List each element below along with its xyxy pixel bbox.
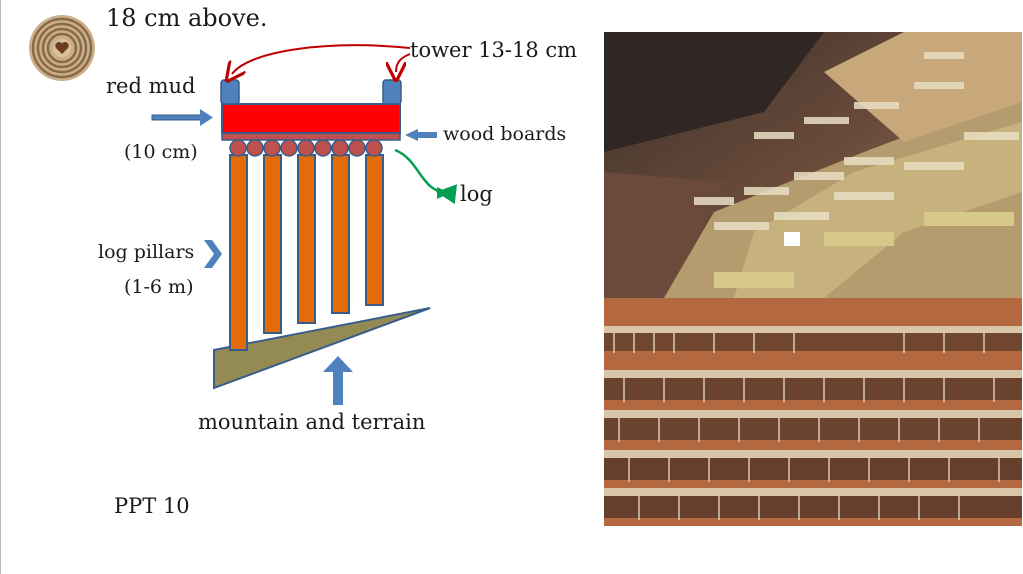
log-row bbox=[229, 139, 383, 157]
red-mud-label: red mud bbox=[106, 74, 196, 98]
tower-right bbox=[382, 79, 402, 105]
mountain-terrain-label: mountain and terrain bbox=[198, 410, 426, 434]
mud-thickness-label: (10 cm) bbox=[124, 141, 198, 163]
tower-label: tower 13-18 cm bbox=[410, 38, 578, 62]
right-arrow-icon bbox=[151, 109, 213, 126]
tree-ring-heart-icon bbox=[29, 15, 95, 81]
slide-footer: PPT 10 bbox=[114, 494, 190, 518]
slide-left-border bbox=[0, 0, 1, 574]
curved-arrow-icon bbox=[232, 44, 411, 74]
slide-heading: 18 cm above. bbox=[106, 4, 268, 32]
salt-terraces-riverside-photo bbox=[604, 32, 1022, 298]
log-pillar bbox=[297, 154, 316, 324]
log-pillar bbox=[365, 154, 384, 306]
mountain-slope bbox=[213, 307, 431, 390]
up-arrow-icon bbox=[323, 356, 353, 405]
log-pillar bbox=[263, 154, 282, 334]
pillar-height-label: (1-6 m) bbox=[124, 276, 194, 298]
log-label: log bbox=[460, 182, 493, 206]
left-arrow-icon bbox=[405, 129, 437, 141]
stilt-salt-pan-diagram bbox=[151, 44, 458, 405]
red-mud-layer bbox=[221, 103, 401, 134]
salt-terraces-closeup-photo bbox=[604, 298, 1022, 526]
log-pillar bbox=[229, 154, 248, 351]
curved-arrow-icon bbox=[394, 148, 458, 205]
log-pillars-label: log pillars bbox=[98, 241, 195, 263]
chevron-right-icon bbox=[204, 240, 222, 268]
curved-arrow-icon bbox=[396, 53, 411, 72]
wood-boards-label: wood boards bbox=[443, 123, 567, 145]
tower-left bbox=[220, 79, 240, 105]
wood-board bbox=[221, 132, 401, 141]
log-pillar bbox=[331, 154, 350, 314]
